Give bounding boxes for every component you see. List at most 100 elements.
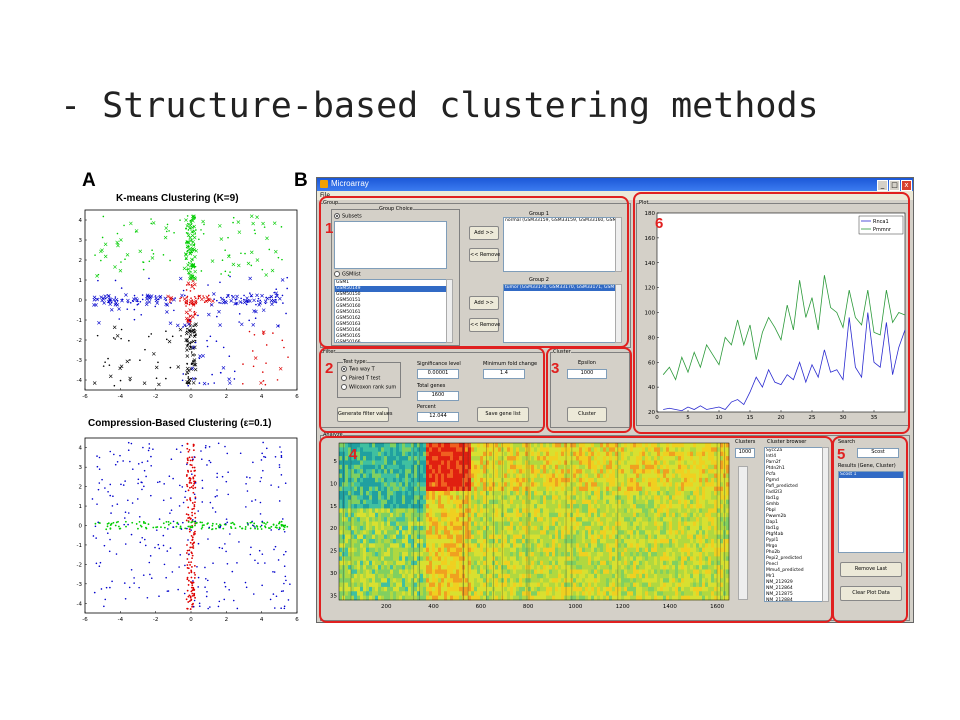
heatmap-cell [546,521,550,527]
heatmap-cell [582,512,586,518]
add-group1-button[interactable]: Add >> [469,226,499,240]
heatmap-cell [453,517,457,522]
heatmap-cell [573,547,577,553]
compression-point [167,520,170,523]
gsm-list-item[interactable]: GSM50162 [336,316,361,321]
heatmap-cell [618,443,622,448]
compression-point [190,590,193,593]
add-group2-button[interactable]: Add >> [469,296,499,310]
generate-filter-button[interactable]: Generate filter values [337,407,392,422]
heatmap-cell [366,464,370,470]
compression-point [215,527,217,530]
group2-scrollbar[interactable] [615,284,622,343]
heatmap-cell [612,482,616,487]
gsm-list-item[interactable]: GSM50151 [336,298,361,303]
minimize-button[interactable]: _ [877,180,888,191]
gsm-list-item[interactable]: GSM50150 [336,292,361,297]
heatmap-cell [630,504,634,509]
gsm-list-item[interactable]: GSM50163 [336,322,361,327]
radio-gsmlist[interactable]: GSMlist [334,271,361,278]
heatmap-cell [357,573,361,579]
heatmap-cell [360,573,364,579]
heatmap-cell [462,543,466,548]
heatmap-cell [624,447,628,453]
remove-group2-button[interactable]: << Remove [469,318,500,332]
close-button[interactable]: x [901,180,912,191]
heatmap-cell [501,464,505,470]
heatmap-cell [615,547,619,553]
heatmap-cell [351,538,355,544]
line-ytick-label: 140 [645,261,656,267]
gsm-list-item[interactable]: GSM50149 [335,286,446,292]
heatmap-cell [597,473,601,479]
compression-point [239,452,242,455]
group2-item[interactable]: tumor (GSM33170, GSM33170, GSM33171, GSM [504,285,616,291]
group2-listbox[interactable]: tumor (GSM33170, GSM33170, GSM33171, GSM [503,284,617,343]
heatmap-cell [405,482,409,487]
save-gene-list-button[interactable]: Save gene list [477,407,529,422]
heatmap-cell [564,456,568,461]
heatmap-cell [609,582,613,588]
heatmap-cell [534,473,538,479]
heatmap-cell [444,530,448,535]
gsm-scrollbar[interactable] [446,279,453,343]
min-fold-input[interactable]: 1.4 [483,369,525,379]
kmeans-point [283,346,285,349]
heatmap-cell [357,595,361,601]
heatmap-cell [381,469,385,474]
gsm-list-item[interactable]: GSM1 [336,280,350,285]
gsm-list-item[interactable]: GSM50161 [336,310,361,315]
heatmap-cell [552,456,556,461]
group1-item[interactable]: normal (GSM33159, GSM33159, GSM33160, GS… [505,218,617,223]
gsm-list-item[interactable]: GSM50165 [336,334,361,339]
compression-point [186,578,189,581]
compression-point [283,582,285,585]
heatmap-cell [456,460,460,466]
heatmap-cell [420,469,424,474]
kmeans-point [249,250,254,255]
heatmap-cell [522,538,526,544]
heatmap-cell [540,443,544,448]
radio-paired-t[interactable]: Paired T test [341,375,380,382]
heatmap-cell [414,469,418,474]
maximize-button[interactable]: □ [889,180,900,191]
radio-subsets[interactable]: Subsets [334,213,362,220]
sig-level-input[interactable]: 0.00001 [417,369,459,379]
menu-file[interactable]: File [320,192,331,199]
heatmap-cell [432,451,436,457]
compression-point [142,446,144,449]
compression-point [191,605,194,608]
heatmap-cell [441,495,445,500]
group1-listbox[interactable]: normal (GSM33159, GSM33159, GSM33160, GS… [503,217,617,272]
radio-wilcoxon[interactable]: Wilcoxon rank sum [341,384,396,391]
remove-group1-button[interactable]: << Remove [469,248,500,262]
heatmap-cell [468,586,472,592]
heatmap-cell [405,538,409,544]
radio-two-way-t[interactable]: Two way T [341,366,375,373]
kmeans-point [120,328,123,331]
heatmap-cell [531,552,535,557]
gsm-list-item[interactable]: GSM50160 [336,304,361,309]
heatmap-cell [429,473,433,479]
heatmap-cell [522,534,526,540]
heatmap-cell [348,486,352,492]
kmeans-xtick-label: -6 [82,394,88,400]
heatmap-cell [603,490,607,496]
heatmap-cell [594,573,598,579]
epsilon-input[interactable]: 1000 [567,369,607,379]
heatmap-cell [627,473,631,479]
kmeans-point [186,363,189,365]
gsm-list-item[interactable]: GSM50164 [336,328,361,333]
gsm-list-item[interactable]: GSM50166 [336,340,361,343]
heatmap-cell [435,486,439,492]
heatmap-cell [600,460,604,466]
heatmap-cell [348,482,352,487]
cluster-button[interactable]: Cluster [567,407,607,422]
subsets-listbox[interactable] [334,221,447,269]
group1-scrollbar[interactable] [615,217,622,272]
heatmap-cell [339,477,343,483]
kmeans-point [193,287,196,290]
heatmap-cell [435,591,439,596]
heatmap-cell [411,504,415,509]
